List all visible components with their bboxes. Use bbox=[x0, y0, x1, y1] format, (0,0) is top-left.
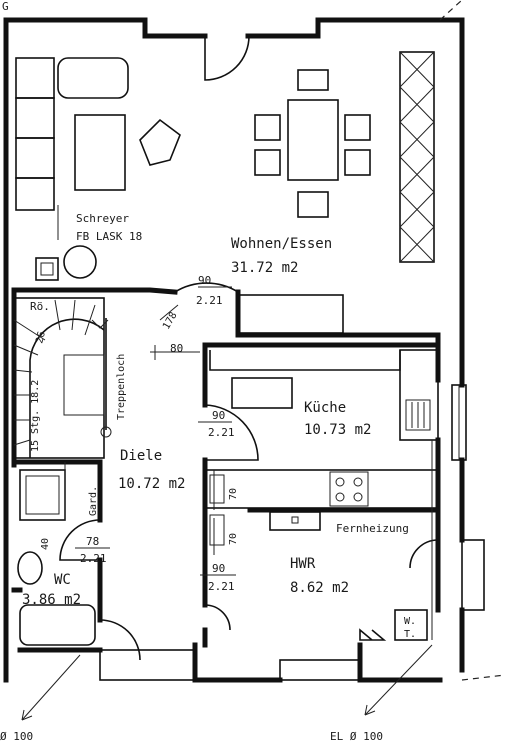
room-area-wohnen: 31.72 m2 bbox=[231, 260, 298, 276]
wc-fixtures bbox=[17, 462, 96, 646]
dim-80-label: 80 bbox=[170, 342, 183, 355]
dim-70b-label: 70 bbox=[228, 533, 239, 545]
wt-label: W. bbox=[404, 616, 416, 627]
annotations: G Schreyer FB LASK 18 Rö. 26 15 Stg. 18.… bbox=[0, 0, 416, 743]
stairs-label: 15 Stg. 18.2 bbox=[30, 380, 41, 452]
door-hwr-height: 2.21 bbox=[208, 580, 235, 593]
living-furniture bbox=[15, 51, 435, 334]
room-area-kueche: 10.73 m2 bbox=[304, 422, 371, 438]
dim-178-label: 178 bbox=[161, 310, 180, 331]
windows bbox=[99, 384, 485, 681]
dim-70a-label: 70 bbox=[228, 488, 239, 500]
room-area-hwr: 8.62 m2 bbox=[290, 580, 349, 596]
fireplace-label-2: FB LASK 18 bbox=[76, 230, 142, 243]
roe-label: Rö. bbox=[30, 300, 50, 313]
door-wc-width: 78 bbox=[86, 535, 99, 548]
wc-dim-label: 40 bbox=[40, 538, 51, 550]
wt-label-2: T. bbox=[404, 629, 416, 640]
room-labels: Wohnen/Essen 31.72 m2 Küche 10.73 m2 Die… bbox=[22, 236, 371, 608]
room-area-wc: 3.86 m2 bbox=[22, 592, 81, 608]
drain-left-label: Ø 100 bbox=[0, 730, 33, 743]
fernheizung-label: Fernheizung bbox=[336, 522, 409, 535]
room-name-hwr: HWR bbox=[290, 556, 316, 572]
dimension-lines bbox=[21, 0, 505, 721]
stair-width-label: 26 bbox=[34, 330, 48, 344]
door-wohnen-width: 90 bbox=[198, 274, 211, 287]
door-wc-height: 2.21 bbox=[80, 552, 107, 565]
room-name-diele: Diele bbox=[120, 448, 162, 464]
room-name-wohnen: Wohnen/Essen bbox=[231, 236, 332, 252]
door-swings bbox=[59, 35, 439, 661]
drain-right-label: EL Ø 100 bbox=[330, 730, 383, 743]
hwr-fixtures bbox=[209, 511, 428, 641]
door-dimensions: 90 2.21 90 2.21 90 2.21 78 2.21 bbox=[80, 274, 235, 593]
door-kueche-width: 90 bbox=[212, 409, 225, 422]
door-hwr-width: 90 bbox=[212, 562, 225, 575]
door-wohnen-height: 2.21 bbox=[196, 294, 223, 307]
garderobe-label: Gard. bbox=[88, 486, 99, 516]
kitchen-fixtures bbox=[204, 349, 439, 509]
door-kueche-height: 2.21 bbox=[208, 426, 235, 439]
top-edge-label: G bbox=[2, 0, 9, 13]
treppenloch-label: Treppenloch bbox=[116, 354, 127, 420]
fireplace-label-1: Schreyer bbox=[76, 212, 129, 225]
staircase bbox=[13, 297, 112, 459]
room-name-wc: WC bbox=[54, 572, 71, 588]
room-area-diele: 10.72 m2 bbox=[118, 476, 185, 492]
room-name-kueche: Küche bbox=[304, 400, 346, 416]
